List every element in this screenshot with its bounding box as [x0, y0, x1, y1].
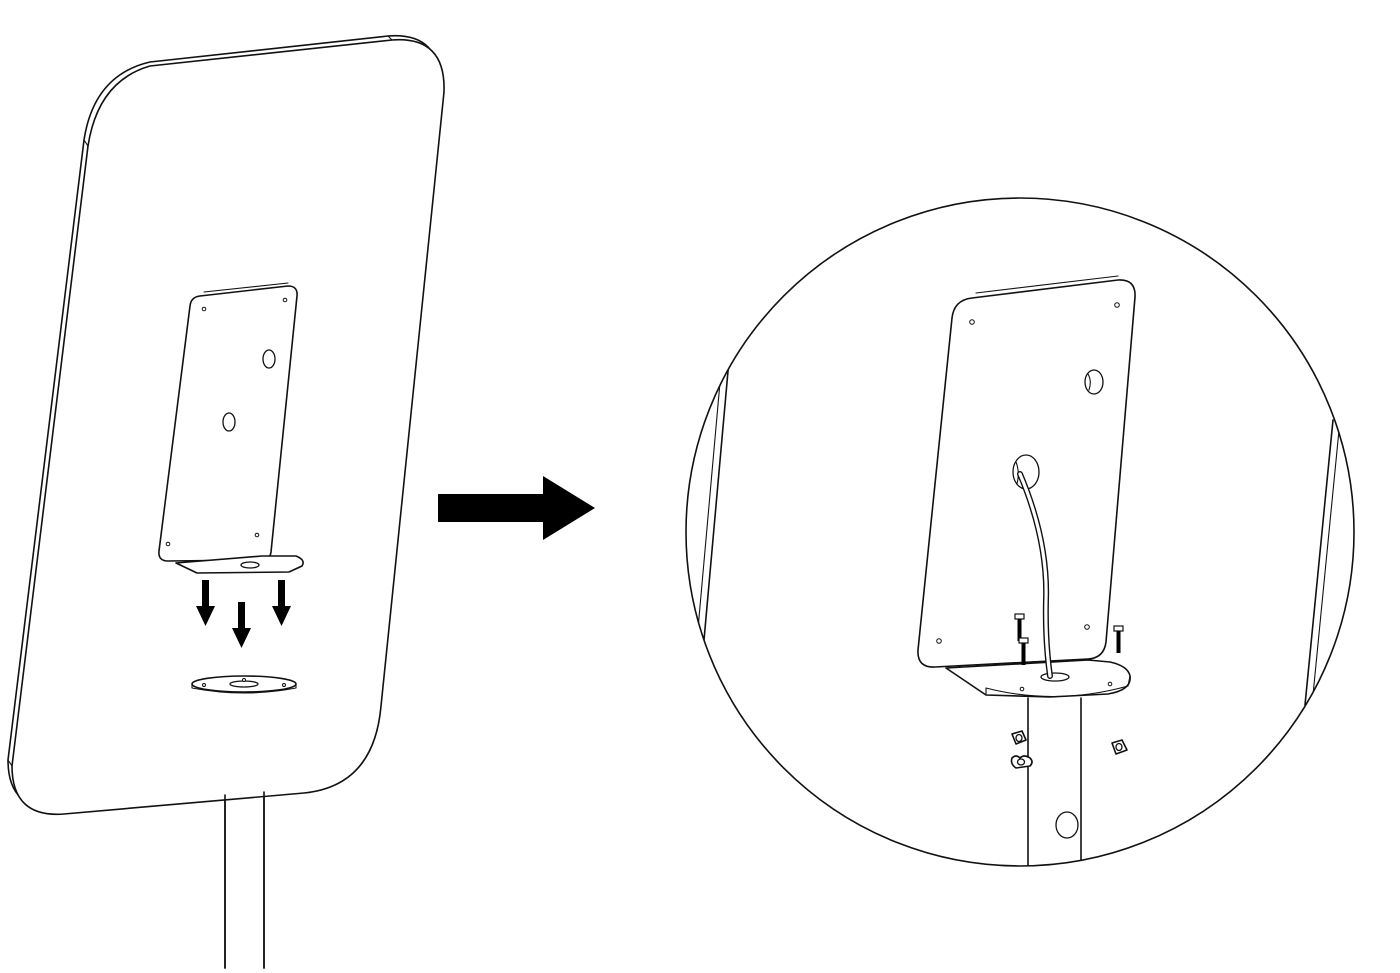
down-arrow-icon [196, 580, 215, 626]
down-arrow-icon [232, 602, 251, 648]
mounting-bracket [158, 282, 304, 574]
bolt-icon [1113, 625, 1124, 653]
bolt-icon [1014, 613, 1025, 641]
pole-lower [224, 791, 265, 969]
panel-edge-right [1304, 419, 1334, 706]
detail-pole [1027, 697, 1082, 866]
bolt-icon [1018, 637, 1029, 665]
bracket-hole-top [262, 349, 276, 369]
wing-nut-icon [1011, 730, 1027, 745]
left-assembly [7, 35, 445, 969]
wing-nuts [1010, 730, 1128, 769]
cable [1017, 471, 1053, 679]
bolts [1014, 613, 1124, 665]
down-arrows [196, 580, 291, 648]
pole-flange [191, 675, 297, 694]
wing-nut-icon [1111, 739, 1128, 755]
detail-pole-hole [1055, 811, 1079, 839]
detail-view [685, 197, 1355, 867]
panel-edge-left [703, 359, 730, 641]
right-arrow-icon [438, 476, 595, 540]
down-arrow-icon [272, 580, 291, 626]
wing-nut-icon [1010, 755, 1033, 769]
bracket-hole-center [222, 412, 236, 432]
